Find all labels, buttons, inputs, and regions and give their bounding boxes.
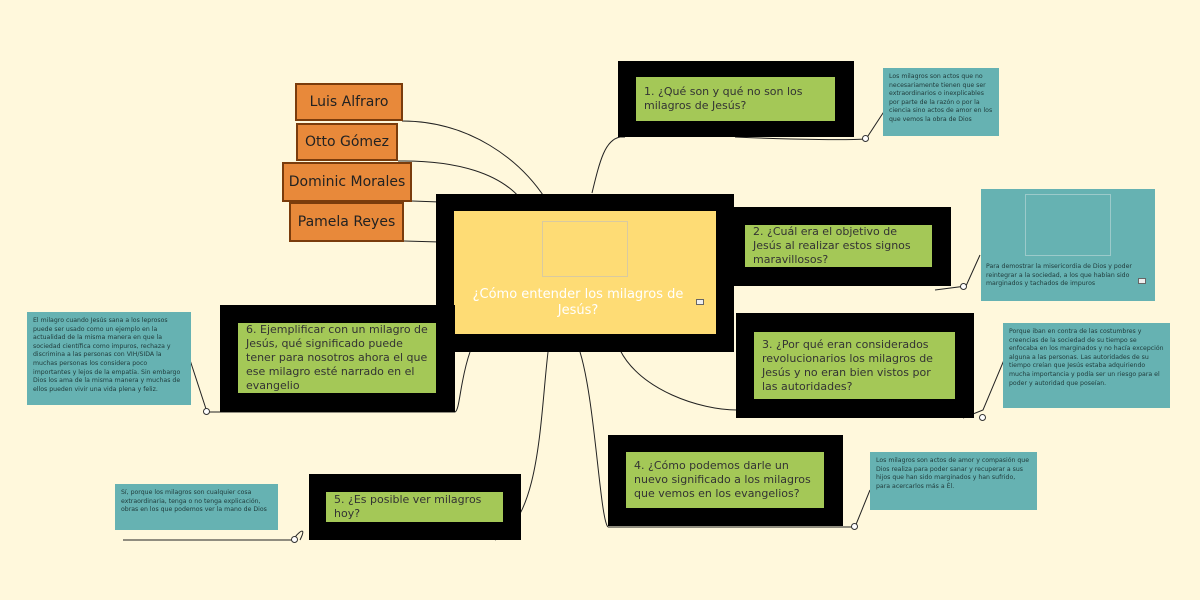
person-node[interactable]: Pamela Reyes [289,202,404,242]
topic-6[interactable]: 6. Ejemplificar con un milagro de Jesús,… [238,323,436,393]
image-placeholder-icon [1025,194,1111,256]
person-node[interactable]: Dominic Morales [282,162,412,202]
topic-2[interactable]: 2. ¿Cuál era el objetivo de Jesús al rea… [745,225,932,267]
topic-1[interactable]: 1. ¿Qué son y qué no son los milagros de… [636,77,835,121]
central-topic[interactable]: ¿Cómo entender los milagros de Jesús? [454,211,716,334]
topic-2-note[interactable]: Para demostrar la misericordia de Dios y… [981,189,1155,301]
topic-6-note[interactable]: El milagro cuando Jesús sana a los lepro… [27,312,191,405]
person-node[interactable]: Luis Alfraro [295,83,403,121]
note-pin-icon [851,523,858,530]
topic-3-note[interactable]: Porque iban en contra de las costumbres … [1003,323,1170,408]
person-node[interactable]: Otto Gómez [296,123,398,161]
topic-3[interactable]: 3. ¿Por qué eran considerados revolucion… [754,332,955,399]
topic-5-note[interactable]: Sí, porque los milagros son cualquier co… [115,484,278,530]
note-pin-icon [291,536,298,543]
image-icon[interactable] [696,299,704,305]
topic-2-note-text: Para demostrar la misericordia de Dios y… [986,263,1132,288]
topic-5[interactable]: 5. ¿Es posible ver milagros hoy? [326,492,503,522]
topic-4[interactable]: 4. ¿Cómo podemos darle un nuevo signific… [626,452,824,508]
note-pin-icon [960,283,967,290]
image-icon[interactable] [1138,278,1146,284]
image-placeholder-icon [542,221,628,277]
topic-1-note[interactable]: Los milagros son actos que no necesariam… [883,68,999,136]
topic-4-note[interactable]: Los milagros son actos de amor y compasi… [870,452,1037,510]
central-title: ¿Cómo entender los milagros de Jesús? [472,287,684,318]
note-pin-icon [862,135,869,142]
note-pin-icon [979,414,986,421]
note-pin-icon [203,408,210,415]
